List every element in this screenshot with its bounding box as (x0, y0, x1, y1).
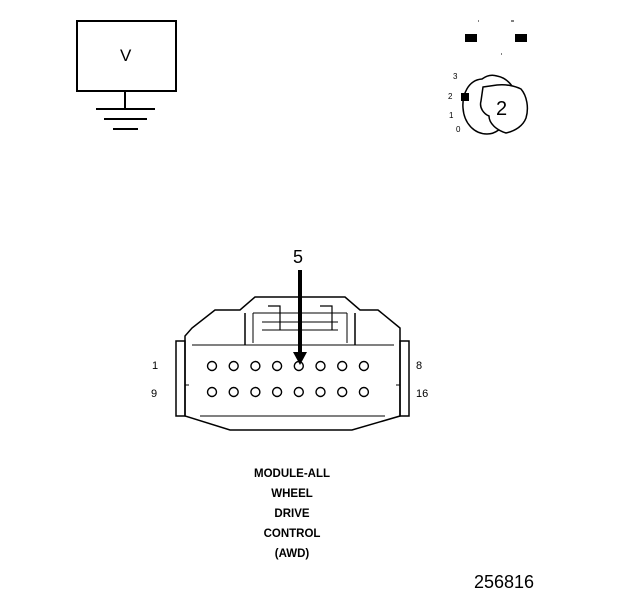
connector-pin-2 (228, 360, 239, 372)
caption-line: WHEEL (271, 488, 313, 500)
connector-pin-12 (271, 386, 283, 398)
switch-knob-front (479, 84, 529, 134)
switch-position-1: 1 (449, 111, 454, 120)
connector-pin-1 (206, 360, 218, 372)
switch-selected-position: 2 (496, 98, 508, 120)
pin-label-1: 1 (152, 360, 159, 372)
connector-right-rail (399, 340, 410, 417)
caption-line: DRIVE (274, 508, 310, 520)
voltmeter-symbol: V (120, 46, 132, 65)
connector-lock-tab (268, 305, 333, 330)
connector-pin-16 (358, 386, 370, 398)
switch-position-2: 2 (448, 92, 453, 101)
connector-pin-8 (358, 360, 370, 372)
switch-pointer (461, 93, 469, 101)
connector-pin-3 (250, 360, 261, 372)
connector-pin-11 (250, 386, 261, 398)
connector-pin-grid (206, 360, 370, 398)
connector-caption: MODULE-ALL WHEEL DRIVE CONTROL (AWD) (212, 464, 372, 564)
pin-label-9: 9 (151, 388, 158, 400)
caption-line: (AWD) (274, 548, 310, 560)
voltmeter-box (76, 20, 177, 92)
connector-pin-7 (337, 360, 348, 372)
connector-pin-6 (315, 360, 326, 372)
figure-number: 256816 (474, 572, 535, 592)
connector-pin-13 (293, 386, 304, 398)
callout-arrow-head (293, 352, 307, 365)
switch-position-0: 0 (456, 125, 461, 134)
terminal-left (465, 34, 477, 42)
connector-pin-14 (315, 386, 326, 398)
callout-pin-number: 5 (293, 247, 304, 267)
connector-pin-15 (337, 386, 348, 398)
caption-line: CONTROL (263, 528, 321, 540)
connector-pin-5 (293, 360, 304, 372)
switch-position-3: 3 (453, 72, 458, 81)
caption-line: MODULE-ALL (253, 468, 330, 480)
pin-label-16: 16 (416, 388, 429, 400)
connector-pin-9 (206, 386, 218, 398)
connector-shell-outline (184, 296, 401, 431)
connector-pin-4 (271, 360, 283, 372)
pin-label-8: 8 (416, 360, 423, 372)
connector-pin-10 (228, 386, 239, 398)
connector-left-rail (175, 340, 186, 417)
terminal-right (515, 34, 527, 42)
